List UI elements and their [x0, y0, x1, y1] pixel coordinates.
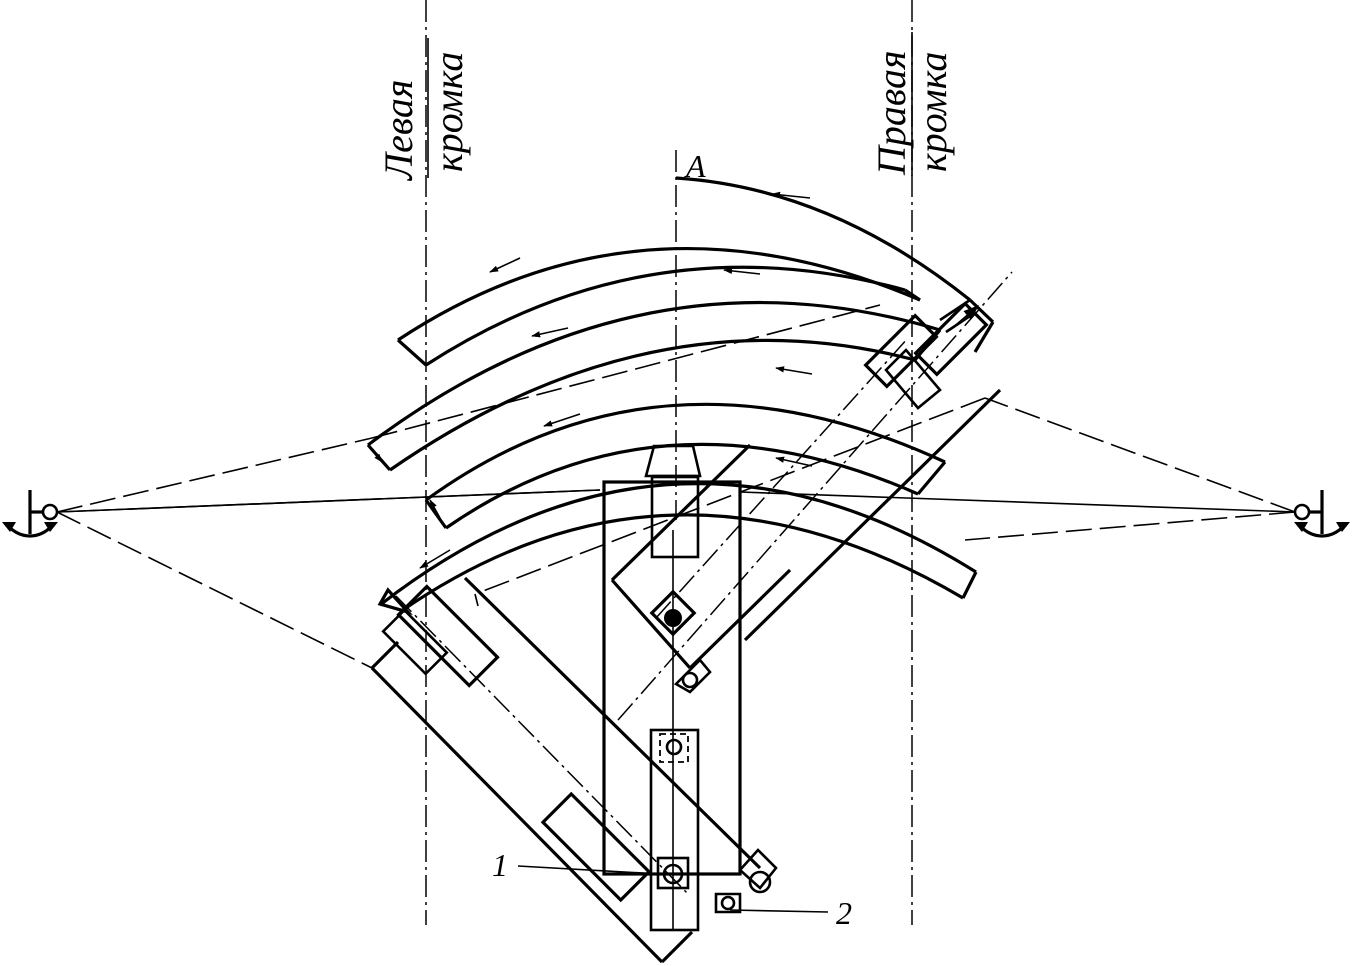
- left-edge-label-2: кромка: [426, 52, 471, 172]
- axis-a-label: A: [684, 148, 706, 184]
- anchor-cables-dashed: [56, 304, 1296, 669]
- arc-arrow-top-left: [367, 444, 383, 463]
- anchor-cables: [56, 489, 1296, 513]
- right-edge-label-2: кромка: [910, 52, 955, 172]
- pontoon-swing-left: [370, 576, 778, 964]
- swing-arcs: [366, 176, 995, 614]
- left-edge-label: Левая: [376, 79, 421, 182]
- right-edge-label-line1: Правая: [869, 50, 914, 176]
- pontoon-swing-right-outline: [610, 271, 1013, 721]
- left-anchor-icon: [2, 490, 59, 538]
- right-edge-label: Правая: [869, 50, 914, 176]
- left-edge-label-line1: Левая: [376, 79, 421, 182]
- right-anchor-icon: [1293, 490, 1350, 538]
- pontoon-center: [602, 444, 742, 932]
- left-edge-label-line2: кромка: [426, 52, 471, 172]
- right-edge-label-line2: кромка: [910, 52, 955, 172]
- callout-2-label: 2: [836, 895, 852, 931]
- callout-1-label: 1: [492, 847, 508, 883]
- callout-2-leader: [729, 909, 829, 913]
- callout-1-leader: [517, 865, 661, 875]
- arc-arrow-lower-left: [429, 499, 441, 519]
